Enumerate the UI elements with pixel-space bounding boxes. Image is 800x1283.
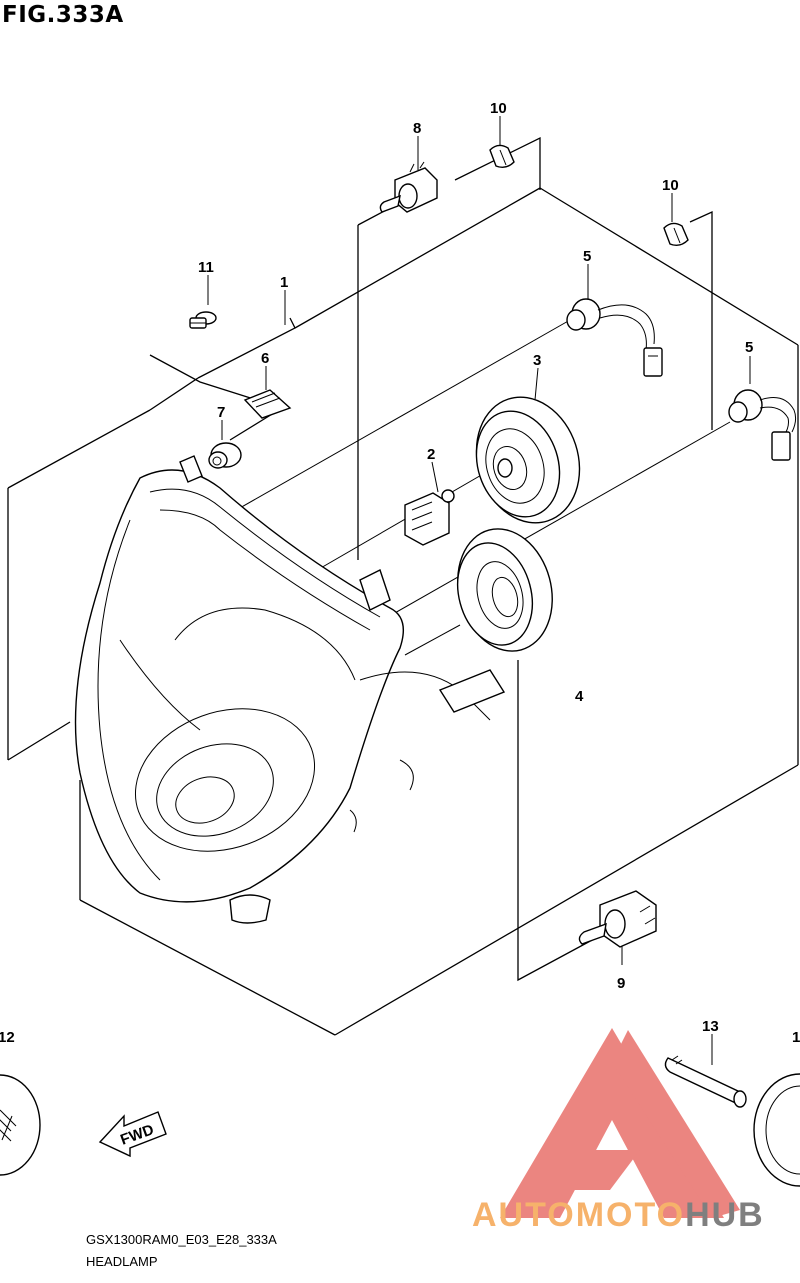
section-name: HEADLAMP bbox=[86, 1254, 158, 1269]
watermark-text-b: HUB bbox=[685, 1196, 765, 1234]
callout-2: 2 bbox=[427, 446, 435, 463]
part-7-grommet bbox=[208, 442, 242, 469]
part-3-dust-boot bbox=[475, 396, 581, 524]
callout-4: 4 bbox=[575, 688, 584, 705]
part-8-headlamp-bulb bbox=[379, 161, 438, 213]
callout-11: 11 bbox=[198, 259, 214, 276]
figure-title: FIG.333A bbox=[2, 2, 124, 28]
part-4-dust-boot bbox=[457, 528, 553, 652]
assembly-box-outline bbox=[7, 136, 799, 1036]
part-1-headlamp-housing bbox=[74, 455, 506, 924]
part-13-pin bbox=[664, 1055, 747, 1108]
watermark-text-a: AUTOMOTO bbox=[472, 1196, 686, 1234]
forward-direction-arrow: FWD bbox=[98, 1111, 167, 1158]
part-9-headlamp-bulb bbox=[578, 890, 657, 948]
part-10-position-bulb-upper bbox=[489, 144, 515, 169]
callout-14: 14 bbox=[792, 1029, 800, 1046]
callout-1: 1 bbox=[280, 274, 288, 291]
part-14-lens bbox=[753, 1073, 800, 1187]
callout-5-lower: 5 bbox=[745, 339, 753, 356]
part-12-lens bbox=[0, 1074, 41, 1176]
callout-6: 6 bbox=[261, 350, 269, 367]
part-11-screw bbox=[189, 311, 217, 329]
part-6-label-sticker bbox=[243, 389, 292, 419]
watermark-logo bbox=[500, 1028, 740, 1218]
leader-lines bbox=[207, 116, 751, 1065]
callout-5-upper: 5 bbox=[583, 248, 591, 265]
part-10-position-bulb-lower bbox=[663, 222, 689, 247]
callout-10-lower: 10 bbox=[662, 177, 679, 194]
callout-7: 7 bbox=[217, 404, 225, 421]
callout-9: 9 bbox=[617, 975, 625, 992]
watermark-text: AUTOMOTOHUB bbox=[472, 1196, 765, 1235]
callout-13: 13 bbox=[702, 1018, 719, 1035]
callout-12: 12 bbox=[0, 1029, 15, 1046]
callout-10-upper: 10 bbox=[490, 100, 507, 117]
part-5-socket-harness-upper bbox=[566, 298, 663, 377]
part-5-socket-harness-lower bbox=[728, 389, 797, 461]
callout-numbers: 1 2 3 4 5 5 6 7 8 9 10 10 11 12 13 14 bbox=[0, 100, 800, 1046]
model-code: GSX1300RAM0_E03_E28_333A bbox=[86, 1232, 277, 1247]
part-2-bulb-socket bbox=[404, 489, 455, 546]
callout-8: 8 bbox=[413, 120, 421, 137]
callout-3: 3 bbox=[533, 352, 541, 369]
